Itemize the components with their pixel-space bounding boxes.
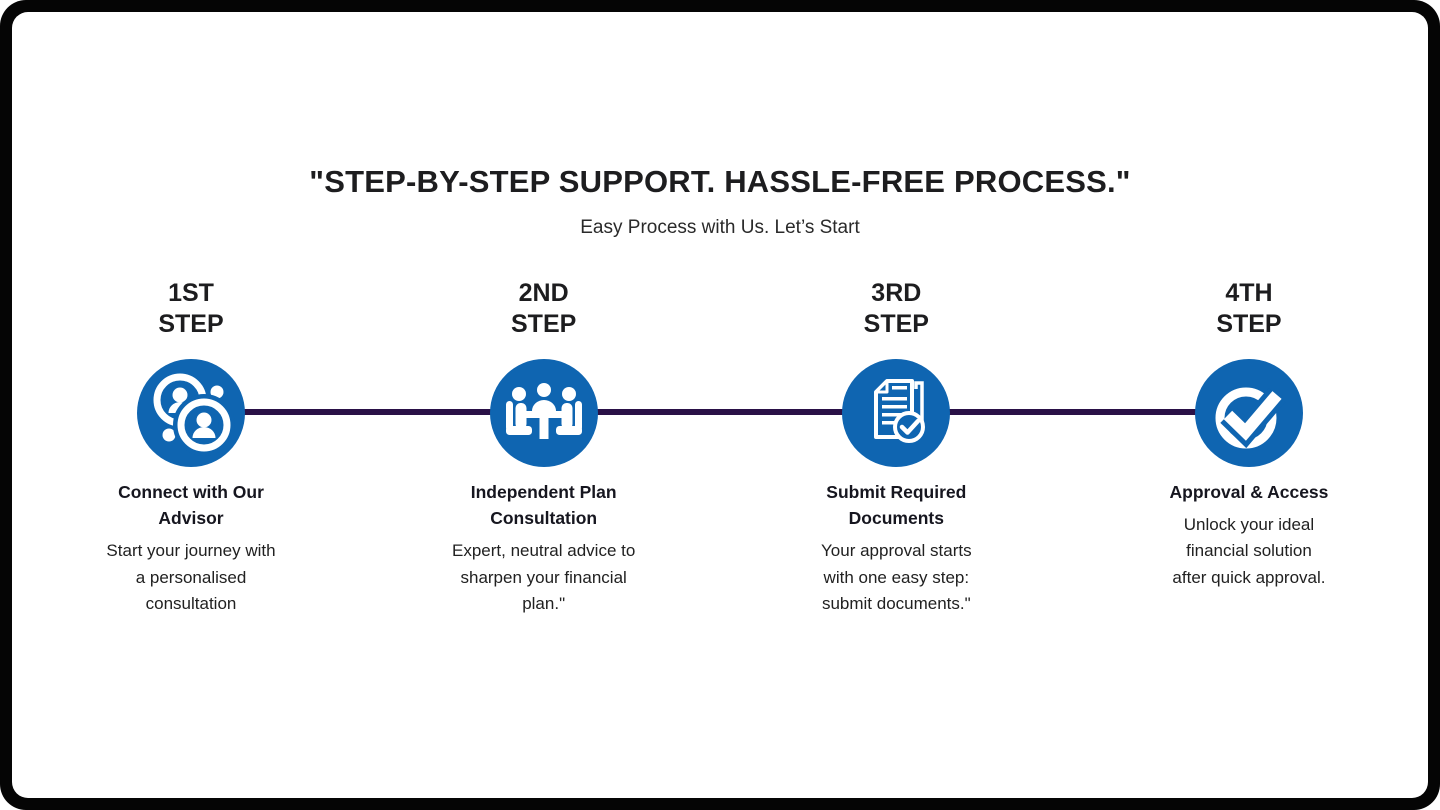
step-3-title: Submit Required Documents <box>826 481 967 529</box>
step-4-description: Unlock your ideal financial solution aft… <box>1172 515 1326 587</box>
process-timeline: 1ST STEP <box>81 278 1359 618</box>
step-2-title: Independent Plan Consultation <box>470 481 617 529</box>
step-1-title: Connect with Our Advisor <box>118 481 264 529</box>
consultation-meeting-icon <box>494 363 594 463</box>
step-2-label: 2ND STEP <box>511 278 577 339</box>
step-4-label: 4TH STEP <box>1216 278 1282 339</box>
step-1-description: Start your journey with a personalised c… <box>106 541 276 614</box>
page-title: "STEP-BY-STEP SUPPORT. HASSLE-FREE PROCE… <box>309 164 1131 199</box>
documents-check-icon <box>846 363 946 463</box>
timeline-connector-line <box>191 408 1249 415</box>
step-2-badge <box>489 358 598 467</box>
slide-canvas: "STEP-BY-STEP SUPPORT. HASSLE-FREE PROCE… <box>12 12 1428 798</box>
step-4-badge <box>1194 358 1303 467</box>
step-3-column: 3RD STEP <box>786 278 1006 618</box>
step-1-badge <box>137 358 245 467</box>
step-3-label: 3RD STEP <box>863 278 929 339</box>
step-4-title: Approval & Access <box>1169 481 1329 502</box>
step-1-column: 1ST STEP <box>81 278 301 618</box>
step-3-description: Your approval starts with one easy step:… <box>821 541 972 614</box>
page-subtitle: Easy Process with Us. Let’s Start <box>580 217 860 239</box>
step-2-description: Expert, neutral advice to sharpen your f… <box>451 541 636 614</box>
step-4-column: 4TH STEP Approval & Access Unlock your i… <box>1139 278 1359 618</box>
approval-check-icon <box>1199 363 1299 463</box>
step-3-badge <box>842 358 951 467</box>
advisor-people-icon <box>141 363 241 463</box>
step-2-column: 2ND STEP <box>434 278 654 618</box>
step-1-label: 1ST STEP <box>158 278 224 339</box>
